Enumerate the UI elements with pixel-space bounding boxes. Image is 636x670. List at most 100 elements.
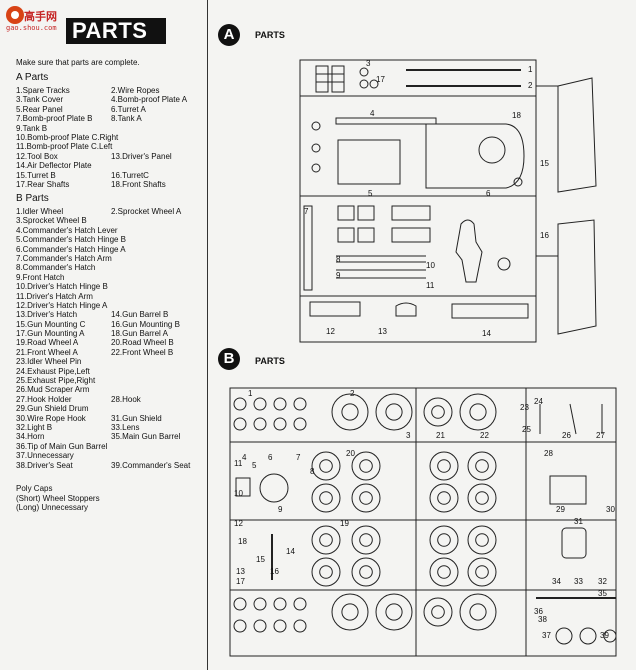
wheel-part — [253, 597, 267, 611]
part-b38-drivers-seat — [579, 627, 597, 645]
sprue-b-label-2: 2 — [350, 389, 355, 398]
wheel-part — [253, 417, 267, 431]
sprue-b-label-7: 7 — [296, 453, 301, 462]
label-a-7: 7 — [304, 207, 309, 216]
wheel-part — [429, 557, 459, 587]
wheel-part — [351, 557, 381, 587]
wheel-hub — [437, 533, 451, 547]
part-entry: 9.Front Hatch — [16, 272, 65, 282]
sprue-b-label-36: 36 — [534, 607, 543, 616]
sprue-b-label-13: 13 — [236, 567, 245, 576]
part-entry: 39.Commander's Seat — [111, 460, 191, 470]
watermark-icon — [6, 6, 24, 24]
part-entry: 24.Exhaust Pipe,Left — [16, 366, 90, 376]
wheel-part — [233, 417, 247, 431]
label-a-11: 11 — [426, 281, 435, 290]
part-entry: 30.Wire Rope Hook — [16, 413, 86, 423]
part-list-row: 11.Bomb-proof Plate C.Left — [16, 142, 118, 151]
part-entry: 16.TurretC — [111, 170, 149, 180]
watermark-text: 高手网 — [24, 10, 57, 23]
wheel-hub — [475, 533, 489, 547]
wheel-part — [293, 417, 307, 431]
wheel-part — [293, 619, 307, 633]
sprue-b-label-19: 19 — [340, 519, 349, 528]
part-b37-unnecessary — [555, 627, 573, 645]
wheel-part — [311, 525, 341, 555]
wheel-hub — [469, 403, 487, 421]
part-entry: 21.Front Wheel A — [16, 347, 78, 357]
part-entry: 23.Idler Wheel Pin — [16, 357, 82, 367]
part-list-row: 9.Tank B — [16, 124, 118, 133]
wheel-part — [233, 397, 247, 411]
sprue-b-label: PARTS — [255, 356, 285, 366]
part-entry: 34.Horn — [16, 432, 45, 442]
sprue-a-badge: A — [218, 24, 240, 46]
wheel-hub — [341, 603, 359, 621]
part-list-row: 36.Tip of Main Gun Barrel — [16, 442, 126, 451]
wheel-part — [467, 557, 497, 587]
part-entry: 26.Mud Scraper Arm — [16, 385, 90, 395]
part-list-row: 26.Mud Scraper Arm — [16, 385, 126, 394]
part-a15-turret-b — [557, 77, 597, 193]
part-list-row: 12.Driver's Hatch Hinge A — [16, 301, 126, 310]
part-list-row: 29.Gun Shield Drum — [16, 404, 126, 413]
part-list-row: 5.Commander's Hatch Hinge B — [16, 235, 126, 244]
wheel-hub — [475, 459, 489, 473]
b-parts-heading: B Parts — [16, 193, 49, 204]
part-list-row: 38.Driver's Seat 39.Commander's Seat — [16, 460, 190, 470]
part-a3-tank-cover — [359, 67, 379, 89]
sprue-b-label-23: 23 — [520, 403, 529, 412]
wheel-hub — [431, 605, 445, 619]
page-title: PARTS — [66, 18, 166, 44]
part-entry: 14.Air Deflector Plate — [16, 161, 92, 171]
wheel-hub — [385, 403, 403, 421]
sprue-a-label: PARTS — [255, 30, 285, 40]
wheel-hub — [359, 565, 373, 579]
sprue-b-label-37: 37 — [542, 631, 551, 640]
column-divider — [207, 0, 208, 670]
wheel-hub — [475, 491, 489, 505]
wheel-part — [233, 597, 247, 611]
wheel-hub — [437, 459, 451, 473]
wheel-hub — [359, 533, 373, 547]
part-b31-gun-shield — [561, 527, 587, 559]
label-a-2: 2 — [528, 81, 533, 90]
wheel-part — [273, 619, 287, 633]
part-entry: 2.Sprocket Wheel A — [111, 207, 182, 216]
part-entry: 28.Hook — [111, 394, 141, 404]
sprue-b-label-38: 38 — [538, 615, 547, 624]
part-a14-air-deflector-plate — [451, 303, 529, 319]
part-a2-wire-ropes — [406, 69, 521, 87]
wheel-hub — [359, 459, 373, 473]
sprue-b-label-4: 4 — [242, 453, 247, 462]
part-entry: 4.Commander's Hatch Lever — [16, 225, 118, 235]
sprue-b-label-32: 32 — [598, 577, 607, 586]
wheel-hub — [431, 405, 445, 419]
wheel-part — [311, 483, 341, 513]
part-list-row: 8.Commander's Hatch — [16, 263, 126, 272]
sprue-b-label-39: 39 — [600, 631, 609, 640]
sprue-b-label-16: 16 — [270, 567, 279, 576]
wheel-part — [459, 393, 497, 431]
wheel-part — [423, 397, 453, 427]
part-entry: 17.Gun Mounting A — [16, 329, 85, 339]
part-entry: 10.Driver's Hatch Hinge B — [16, 282, 108, 292]
wheel-hub — [319, 533, 333, 547]
sprue-b-badge: B — [218, 348, 240, 370]
wheel-part — [467, 483, 497, 513]
part-entry: 38.Driver's Seat — [16, 460, 73, 470]
part-a6-turret — [425, 123, 525, 189]
wheel-part — [253, 397, 267, 411]
part-entry: 10.Bomb-proof Plate C.Right — [16, 132, 119, 142]
wheel-hub — [385, 603, 403, 621]
wheel-part — [311, 451, 341, 481]
